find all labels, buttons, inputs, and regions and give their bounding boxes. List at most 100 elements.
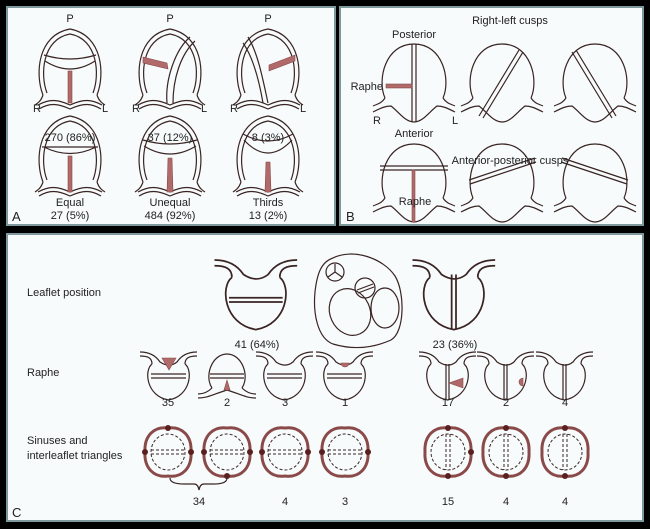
count-label: 34 bbox=[193, 496, 205, 508]
title-right-left-cusps: Right-left cusps bbox=[472, 15, 548, 27]
commissure-line bbox=[151, 449, 185, 455]
valve-a-1 bbox=[34, 28, 106, 110]
commissure-line bbox=[268, 449, 302, 455]
count-label: 4 bbox=[503, 496, 509, 508]
interleaflet-triangle-marker bbox=[319, 449, 325, 455]
interleaflet-triangle-marker bbox=[259, 449, 265, 455]
interleaflet-triangle-marker bbox=[188, 449, 194, 455]
count-label: 2 bbox=[503, 397, 509, 409]
brace bbox=[169, 477, 228, 491]
count-label: 17 bbox=[442, 397, 454, 409]
label-left: L bbox=[102, 103, 108, 115]
title-anterior-posterior-cusps: Anterior-posterior cusps bbox=[452, 155, 569, 167]
valve-b-ap-2 bbox=[460, 143, 544, 223]
panel-b-diagrams bbox=[372, 43, 637, 223]
sinus-diagram bbox=[259, 426, 311, 478]
commissure-line bbox=[210, 449, 244, 455]
interleaflet-triangle-marker bbox=[224, 473, 230, 479]
sinus-diagram bbox=[142, 425, 194, 478]
label-left: L bbox=[300, 103, 306, 115]
count-label: 484 (92%) bbox=[145, 210, 196, 222]
label-posterior: Posterior bbox=[392, 29, 436, 41]
row-label-raphe: Raphe bbox=[27, 367, 59, 379]
valve-b-ap-3 bbox=[553, 143, 637, 223]
label-right: R bbox=[230, 103, 238, 115]
raphe-valve bbox=[197, 353, 257, 399]
interleaflet-triangle-marker bbox=[305, 449, 311, 455]
valve-a-unequal bbox=[134, 115, 206, 197]
panel-c bbox=[6, 233, 644, 522]
valve-a-thirds bbox=[232, 115, 304, 197]
sinus-diagram bbox=[319, 426, 371, 478]
label-right: R bbox=[373, 115, 381, 127]
count-label: 27 (5%) bbox=[51, 210, 90, 222]
label-left: L bbox=[201, 103, 207, 115]
commissure-line bbox=[328, 449, 362, 455]
valve-a-3 bbox=[232, 28, 304, 110]
type-label: Equal bbox=[56, 197, 84, 209]
sinus-diagram bbox=[423, 425, 474, 479]
count-label: 4 bbox=[282, 496, 288, 508]
count-label: 37 (12%) bbox=[148, 132, 193, 144]
raphe-row: 35 2 3 1 17 2 4 bbox=[139, 351, 594, 409]
sinus-diagram bbox=[540, 425, 590, 479]
count-label: 3 bbox=[342, 496, 348, 508]
row-label-sinuses: interleaflet triangles bbox=[27, 450, 123, 462]
valve-b-rl-1 bbox=[372, 43, 456, 123]
interleaflet-triangle-marker bbox=[165, 425, 171, 431]
raphe-valve bbox=[315, 351, 374, 401]
raphe-valve bbox=[255, 351, 314, 401]
count-label: 15 bbox=[442, 496, 454, 508]
count-label: 1 bbox=[342, 397, 348, 409]
valve-b-ap-1 bbox=[372, 143, 456, 223]
commissure-line bbox=[562, 434, 568, 470]
sinus-counts: 34 4 3 15 4 4 bbox=[193, 496, 568, 508]
count-label: 41 (64%) bbox=[235, 339, 280, 351]
label-anterior: Anterior bbox=[395, 128, 434, 140]
panel-a-diagrams bbox=[34, 28, 304, 197]
count-label: 13 (2%) bbox=[249, 210, 288, 222]
interleaflet-triangle-marker bbox=[562, 425, 568, 431]
label-raphe: Raphe bbox=[351, 81, 383, 93]
count-label: 3 bbox=[282, 397, 288, 409]
sinus-row bbox=[142, 425, 590, 479]
count-label: 23 (36%) bbox=[433, 339, 478, 351]
sinus-diagram bbox=[201, 426, 253, 479]
panel-a-labels: P P P R L R L R L 270 (86%) 37 (12%) 8 (… bbox=[12, 13, 306, 224]
count-label: 8 (3%) bbox=[252, 132, 284, 144]
panel-letter: A bbox=[12, 209, 21, 224]
valve-b-rl-2 bbox=[460, 43, 544, 123]
interleaflet-triangle-marker bbox=[201, 449, 207, 455]
valve-c-horizontal bbox=[213, 259, 299, 331]
label-right: R bbox=[132, 103, 140, 115]
interleaflet-triangle-marker bbox=[468, 449, 474, 455]
interleaflet-triangle-marker bbox=[562, 473, 568, 479]
label-raphe: Raphe bbox=[399, 196, 431, 208]
panel-letter: B bbox=[346, 209, 355, 224]
row-label-leaflet-position: Leaflet position bbox=[27, 287, 101, 299]
panel-b bbox=[339, 6, 644, 226]
valve-a-equal bbox=[34, 115, 106, 197]
panel-b-labels: Right-left cusps Posterior Raphe R L Ant… bbox=[346, 15, 569, 224]
label-posterior: P bbox=[66, 13, 73, 25]
count-label: 2 bbox=[224, 397, 230, 409]
interleaflet-triangle-marker bbox=[503, 473, 509, 479]
label-posterior: P bbox=[166, 13, 173, 25]
interleaflet-triangle-marker bbox=[503, 425, 509, 431]
sinus-diagram bbox=[481, 425, 531, 479]
count-label: 4 bbox=[562, 397, 568, 409]
interleaflet-triangle-marker bbox=[247, 449, 253, 455]
commissure-line bbox=[445, 434, 451, 470]
count-label: 4 bbox=[562, 496, 568, 508]
raphe-valve bbox=[418, 351, 477, 401]
valve-a-2 bbox=[134, 28, 206, 110]
interleaflet-triangle-marker bbox=[445, 425, 451, 431]
heart-cross-section bbox=[313, 253, 403, 349]
label-posterior: P bbox=[264, 13, 271, 25]
type-label: Thirds bbox=[253, 197, 284, 209]
raphe-valve bbox=[139, 351, 198, 401]
commissure-line bbox=[503, 434, 509, 470]
valve-b-rl-3 bbox=[553, 43, 637, 123]
interleaflet-triangle-marker bbox=[445, 473, 451, 479]
